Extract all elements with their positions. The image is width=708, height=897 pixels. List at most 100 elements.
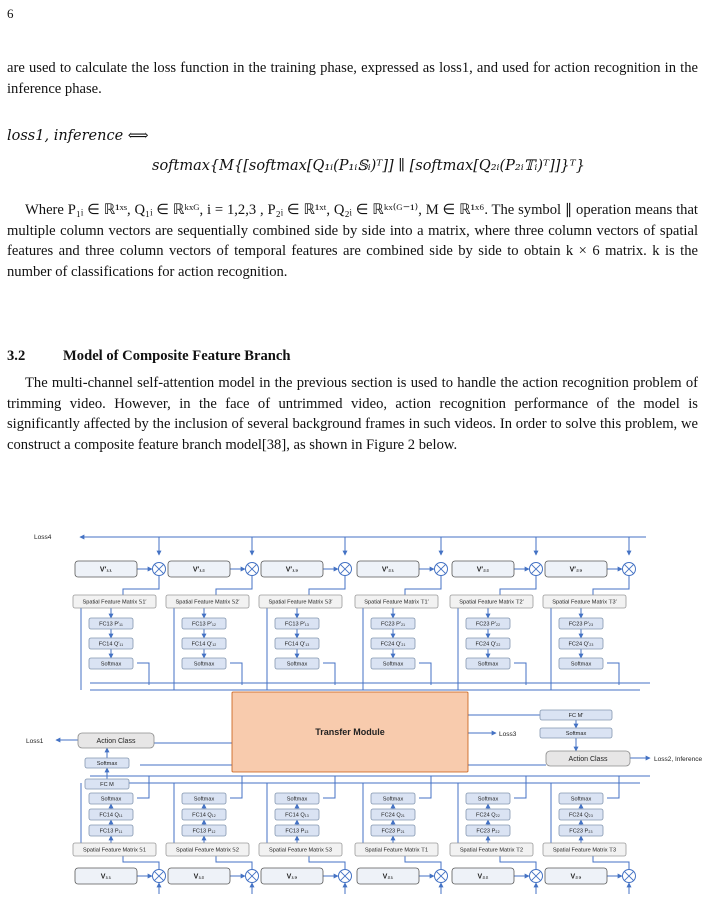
top-softmax-box-5: Softmax bbox=[558, 657, 604, 670]
bottom-v-box-4: V₂₂ bbox=[451, 867, 515, 885]
action-class-left-box-label: Action Class bbox=[97, 738, 136, 745]
top-v-box-3: V′₂₁ bbox=[356, 560, 420, 578]
bottom-matrix-box-5-label: Spatial Feature Matrix 𝕋3 bbox=[553, 847, 616, 854]
top-fcq-box-3: FC24 Q′₂₁ bbox=[370, 637, 416, 650]
bottom-v-box-1-label: V₁₂ bbox=[194, 874, 205, 881]
top-softmax-box-3-label: Softmax bbox=[383, 662, 404, 668]
top-multiply-icon-1 bbox=[245, 562, 259, 576]
top-matrix-box-0-label: Spatial Feature Matrix 𝕊1′ bbox=[83, 599, 147, 606]
bottom-fcp-box-0-label: FC13 P₁₁ bbox=[100, 829, 123, 835]
transfer-module-box-label: Transfer Module bbox=[315, 727, 385, 737]
top-matrix-box-4: Spatial Feature Matrix 𝕋2′ bbox=[449, 594, 534, 609]
top-fcp-box-4-label: FC23 P′₂₂ bbox=[476, 622, 500, 628]
bottom-fcq-box-4-label: FC24 Q₂₂ bbox=[476, 813, 500, 819]
loss3-label: Loss3 bbox=[499, 731, 517, 738]
right-softmax-box-label: Softmax bbox=[566, 731, 587, 737]
top-matrix-box-2-label: Spatial Feature Matrix 𝕊3′ bbox=[269, 599, 333, 606]
top-v-box-2-label: V′₁₃ bbox=[286, 567, 298, 574]
top-matrix-box-1: Spatial Feature Matrix 𝕊2′ bbox=[165, 594, 250, 609]
bottom-v-box-5: V₂₃ bbox=[544, 867, 608, 885]
top-v-box-2: V′₁₃ bbox=[260, 560, 324, 578]
bottom-softmax-out-5 bbox=[607, 776, 620, 799]
transfer-module-box: Transfer Module bbox=[231, 691, 469, 773]
top-fcp-box-3-label: FC23 P′₂₁ bbox=[381, 622, 405, 628]
bottom-v-box-5-label: V₂₃ bbox=[570, 874, 581, 881]
top-mul-to-matrix-1 bbox=[215, 576, 253, 595]
bottom-v-box-1: V₁₂ bbox=[167, 867, 231, 885]
bottom-softmax-box-4: Softmax bbox=[465, 792, 511, 805]
action-class-right-box: Action Class bbox=[545, 750, 631, 767]
bottom-multiply-icon-0 bbox=[152, 869, 166, 883]
top-softmax-box-0: Softmax bbox=[88, 657, 134, 670]
page-number: 6 bbox=[7, 6, 14, 21]
top-fcq-box-5-label: FC24 Q′₂₃ bbox=[568, 642, 593, 648]
top-matrix-box-2: Spatial Feature Matrix 𝕊3′ bbox=[258, 594, 343, 609]
top-fcq-box-4-label: FC24 Q′₂₂ bbox=[476, 642, 501, 648]
bottom-matrix-box-4-label: Spatial Feature Matrix 𝕋2 bbox=[460, 847, 523, 854]
bottom-fcq-box-1: FC14 Q₁₂ bbox=[181, 808, 227, 821]
loss4-label: Loss4 bbox=[34, 534, 52, 541]
bottom-fcp-box-5: FC23 P₂₃ bbox=[558, 824, 604, 837]
top-matrix-box-5-label: Spatial Feature Matrix 𝕋3′ bbox=[552, 599, 616, 606]
left-fc-box-label: FC M bbox=[100, 782, 114, 788]
bottom-softmax-out-2 bbox=[323, 776, 336, 799]
section-title: Model of Composite Feature Branch bbox=[63, 348, 291, 364]
bottom-fcq-box-0-label: FC14 Q₁₁ bbox=[99, 813, 122, 819]
top-softmax-out-0 bbox=[137, 662, 150, 685]
top-v-box-3-label: V′₂₁ bbox=[382, 567, 394, 574]
top-fcq-box-5: FC24 Q′₂₃ bbox=[558, 637, 604, 650]
bottom-matrix-box-0: Spatial Feature Matrix 𝕊1 bbox=[72, 842, 157, 857]
top-softmax-out-4 bbox=[514, 662, 527, 685]
bottom-v-box-2-label: V₁₃ bbox=[287, 874, 298, 881]
top-fcq-box-0: FC14 Q′₁₁ bbox=[88, 637, 134, 650]
right-fc-box: FC M′ bbox=[539, 709, 613, 721]
bottom-v-box-2: V₁₃ bbox=[260, 867, 324, 885]
top-fcp-box-2: FC13 P′₁₃ bbox=[274, 617, 320, 630]
bottom-softmax-out-4 bbox=[514, 776, 527, 799]
bottom-matrix-box-3-label: Spatial Feature Matrix 𝕋1 bbox=[365, 847, 428, 854]
top-softmax-out-5 bbox=[607, 662, 620, 685]
bottom-fcq-box-2-label: FC14 Q₁₃ bbox=[285, 813, 309, 819]
bottom-softmax-box-1-label: Softmax bbox=[194, 797, 215, 803]
bottom-softmax-box-3-label: Softmax bbox=[383, 797, 404, 803]
top-fcq-box-4: FC24 Q′₂₂ bbox=[465, 637, 511, 650]
top-softmax-out-3 bbox=[419, 662, 432, 685]
loss2-label: Loss2, Inference bbox=[654, 756, 702, 763]
bottom-fcp-box-0: FC13 P₁₁ bbox=[88, 824, 134, 837]
equation-lhs: loss1, inference ⟺ bbox=[7, 128, 149, 144]
top-fcq-box-2-label: FC14 Q′₁₃ bbox=[285, 642, 310, 648]
right-fc-box-label: FC M′ bbox=[569, 713, 584, 719]
bottom-softmax-box-2: Softmax bbox=[274, 792, 320, 805]
bottom-fcq-box-5-label: FC24 Q₂₃ bbox=[569, 813, 593, 819]
bottom-matrix-box-3: Spatial Feature Matrix 𝕋1 bbox=[354, 842, 439, 857]
bottom-softmax-box-5: Softmax bbox=[558, 792, 604, 805]
top-matrix-box-3: Spatial Feature Matrix 𝕋1′ bbox=[354, 594, 439, 609]
top-fcp-box-3: FC23 P′₂₁ bbox=[370, 617, 416, 630]
bottom-softmax-box-4-label: Softmax bbox=[478, 797, 499, 803]
bottom-softmax-box-1: Softmax bbox=[181, 792, 227, 805]
top-fcp-box-0-label: FC13 P′₁₁ bbox=[99, 622, 123, 628]
bottom-mul-to-matrix-5 bbox=[592, 856, 630, 869]
top-v-box-4: V′₂₂ bbox=[451, 560, 515, 578]
section-number: 3.2 bbox=[7, 348, 26, 364]
top-v-box-0: V′₁₁ bbox=[74, 560, 138, 578]
top-matrix-box-0: Spatial Feature Matrix 𝕊1′ bbox=[72, 594, 157, 609]
top-fcq-box-0-label: FC14 Q′₁₁ bbox=[99, 642, 124, 648]
top-v-box-1: V′₁₂ bbox=[167, 560, 231, 578]
left-softmax-box-label: Softmax bbox=[97, 761, 118, 767]
top-multiply-icon-3 bbox=[434, 562, 448, 576]
top-multiply-icon-0 bbox=[152, 562, 166, 576]
bottom-v-box-3: V₂₁ bbox=[356, 867, 420, 885]
bottom-multiply-icon-5 bbox=[622, 869, 636, 883]
top-fcq-box-1: FC14 Q′₁₂ bbox=[181, 637, 227, 650]
top-matrix-box-1-label: Spatial Feature Matrix 𝕊2′ bbox=[176, 599, 240, 606]
top-mul-to-matrix-5 bbox=[592, 576, 630, 595]
bottom-matrix-box-0-label: Spatial Feature Matrix 𝕊1 bbox=[83, 847, 146, 854]
bottom-matrix-box-5: Spatial Feature Matrix 𝕋3 bbox=[542, 842, 627, 857]
top-fcp-box-2-label: FC13 P′₁₃ bbox=[285, 622, 309, 628]
top-mul-to-matrix-4 bbox=[499, 576, 537, 595]
bottom-multiply-icon-3 bbox=[434, 869, 448, 883]
bottom-fcp-box-1: FC13 P₁₂ bbox=[181, 824, 227, 837]
top-v-box-5: V′₂₃ bbox=[544, 560, 608, 578]
